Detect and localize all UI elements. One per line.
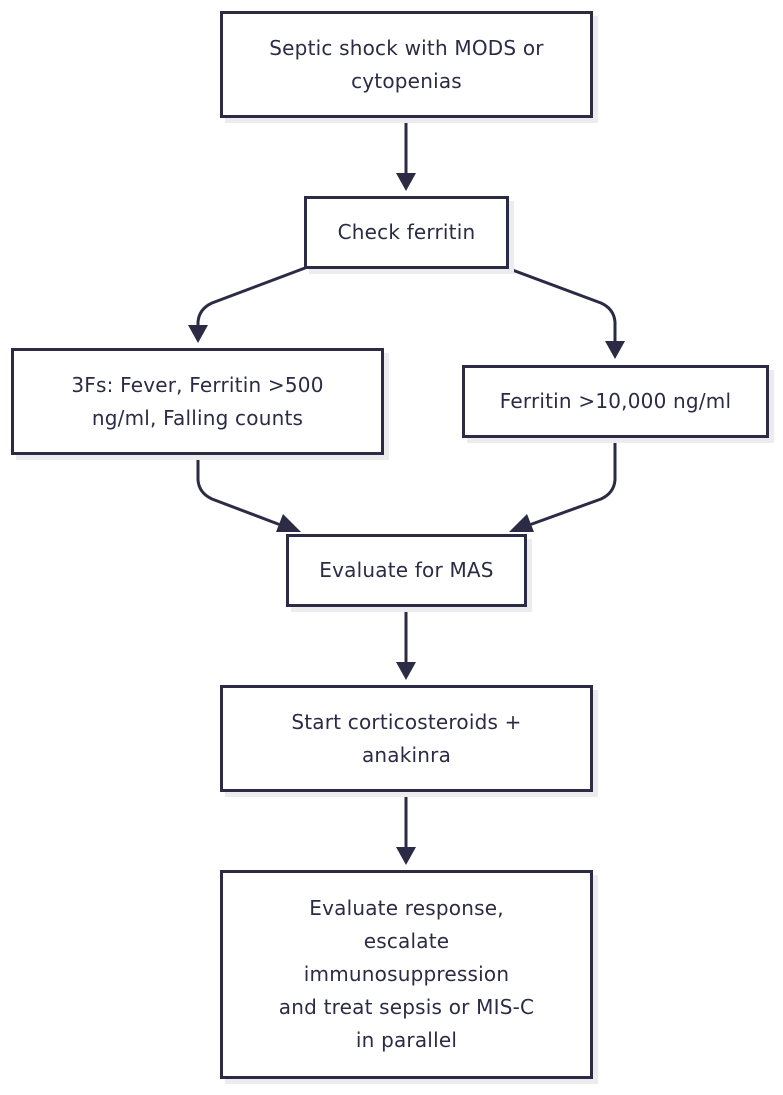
node-ferritin-high-line-1: Ferritin >10,000 ng/ml [499,389,732,413]
arrowhead-start-treatment [396,662,416,680]
arrowhead-mas-right [509,514,534,532]
edge-three-fs-to-evaluate-mas [196,453,280,526]
edge-check-ferritin-to-three-fs [196,266,307,328]
node-three-fs-line-2: ng/ml, Falling counts [91,405,304,430]
node-check-ferritin-line-1: Check ferritin [337,220,476,244]
arrowhead-check-ferritin [396,173,416,191]
arrowhead-evaluate-response [396,847,416,865]
node-evaluate-mas: Evaluate for MAS [286,534,527,607]
node-evaluate-response-line-2: escalate [363,929,450,953]
node-three-fs-line-1: 3Fs: Fever, Ferritin >500 [71,372,324,397]
arrowhead-ferritin-high [605,341,625,359]
node-septic-shock-line-1: Septic shock with MODS or [269,35,544,60]
node-evaluate-response-line-1: Evaluate response, [309,896,504,920]
node-evaluate-response-line-4: and treat sepsis or MIS-C [278,995,535,1019]
node-septic-shock-line-2: cytopenias [351,68,462,93]
node-start-treatment-line-2: anakinra [361,742,452,767]
node-evaluate-response: Evaluate response, escalate immunosuppre… [220,870,593,1079]
edge-ferritin-high-to-evaluate-mas [530,436,617,526]
node-evaluate-response-line-5: in parallel [355,1028,458,1052]
node-evaluate-response-line-3: immunosuppression [303,962,510,986]
node-septic-shock: Septic shock with MODS or cytopenias [220,11,593,118]
node-check-ferritin: Check ferritin [304,196,509,269]
node-three-fs: 3Fs: Fever, Ferritin >500 ng/ml, Falling… [11,348,384,455]
node-evaluate-mas-line-1: Evaluate for MAS [319,558,494,582]
arrowhead-three-fs [188,325,208,343]
node-start-treatment: Start corticosteroids + anakinra [220,685,593,792]
node-ferritin-high: Ferritin >10,000 ng/ml [462,365,769,438]
edge-check-ferritin-to-ferritin-high [505,266,617,344]
node-start-treatment-line-1: Start corticosteroids + [291,709,522,734]
arrowhead-mas-left [276,514,301,532]
